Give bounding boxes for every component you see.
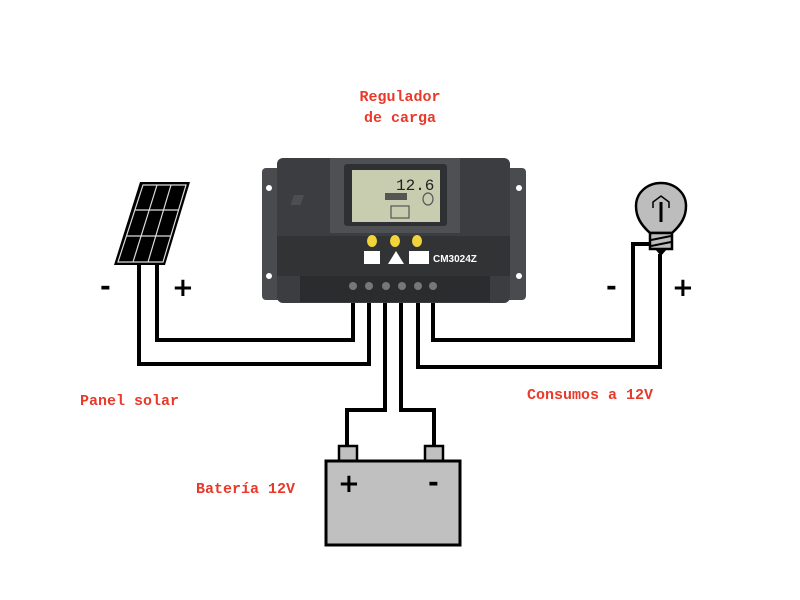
battery-label: Batería 12V: [196, 481, 296, 498]
regulator-label-line2: de carga: [363, 110, 436, 127]
loads-label: Consumos a 12V: [527, 387, 654, 404]
led-2: [390, 235, 400, 247]
regulator-label: Regulador de carga: [330, 89, 470, 127]
wire-panel-positive: [155, 265, 355, 342]
wire-panel-negative: [137, 265, 371, 366]
wire-load-negative: [431, 242, 650, 342]
lcd-reading: 12.6: [396, 177, 434, 195]
wires: [137, 242, 662, 448]
wire-battery-negative: [399, 300, 436, 448]
solar-panel-icon: [114, 182, 190, 265]
load-negative-sign: -: [606, 272, 617, 302]
model-label: CM3024Z: [433, 254, 477, 265]
wire-battery-positive: [345, 300, 387, 448]
battery-positive-sign: +: [338, 469, 360, 499]
regulator-label-line1: Regulador: [359, 89, 441, 106]
panel-label: Panel solar: [80, 393, 180, 410]
battery-icon: [324, 444, 462, 547]
light-bulb-icon: [634, 181, 688, 256]
panel-negative-sign: -: [100, 272, 111, 302]
panel-positive-sign: +: [172, 273, 194, 303]
battery-negative-sign: -: [428, 468, 439, 498]
wire-load-positive: [416, 254, 662, 369]
led-3: [412, 235, 422, 247]
led-1: [367, 235, 377, 247]
charge-controller-icon: [262, 158, 526, 303]
load-positive-sign: +: [672, 273, 694, 303]
